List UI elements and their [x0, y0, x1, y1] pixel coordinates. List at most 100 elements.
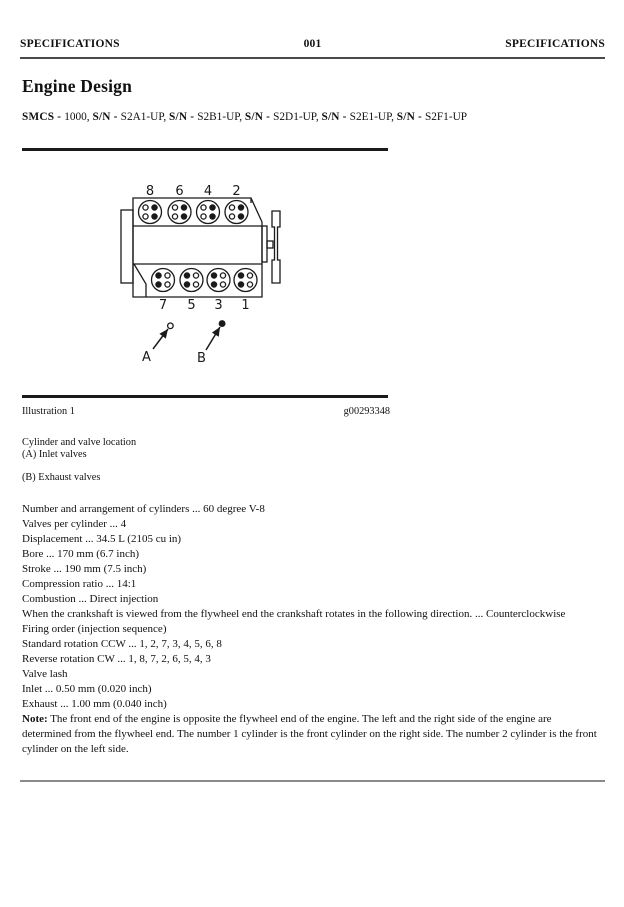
exhaust-valve-dot [237, 204, 245, 211]
cylinder-circle [206, 267, 231, 293]
inlet-valve-dot [246, 281, 254, 288]
exhaust-valve-dot [237, 272, 245, 279]
cylinder-number: 6 [175, 184, 183, 199]
note-paragraph: Note: The front end of the engine is opp… [22, 712, 602, 757]
spec-line: Exhaust ... 1.00 mm (0.040 inch) [22, 698, 167, 710]
inlet-valve-dot [164, 272, 171, 279]
illustration-name: Illustration 1 [22, 406, 75, 417]
inlet-valve-dot [142, 204, 149, 211]
page-number: 001 [303, 38, 322, 50]
cylinder-circle [137, 199, 163, 225]
exhaust-valve-dot [180, 213, 188, 220]
inlet-valve-dot [246, 272, 254, 279]
spec-body: Number and arrangement of cylinders ... … [22, 502, 602, 757]
exhaust-valve-dot [210, 272, 218, 279]
cylinder-number: 3 [214, 298, 222, 313]
exhaust-valve-dot [237, 281, 245, 288]
inlet-valve-symbol [166, 322, 174, 330]
cylinder-circle [150, 267, 176, 293]
spec-line: When the crankshaft is viewed from the f… [22, 608, 566, 620]
flywheel-assembly [261, 210, 281, 284]
page-bottom-divider [20, 780, 605, 782]
exhaust-valve-dot [210, 281, 218, 288]
cylinder-circle [233, 267, 258, 293]
cylinder-number: 4 [204, 184, 212, 199]
inlet-valve-dot [219, 281, 227, 288]
exhaust-valve-dot [155, 272, 162, 279]
inlet-valve-dot [200, 213, 207, 220]
smcs-value: S2D1-UP, [273, 111, 322, 123]
exhaust-valve-dot [151, 213, 158, 220]
smcs-serial-line: SMCS - 1000, S/N - S2A1-UP, S/N - S2B1-U… [22, 111, 467, 123]
exhaust-valve-dot [209, 204, 216, 211]
spec-line: Combustion ... Direct injection [22, 593, 159, 605]
inlet-valve-dot [228, 204, 236, 211]
figure-bottom-divider [22, 395, 388, 398]
cylinder-circle [224, 199, 249, 225]
exhaust-valve-dot [155, 281, 162, 288]
smcs-label: SMCS - [22, 111, 65, 123]
cylinder-number: 5 [187, 298, 195, 313]
cylinder-circle [179, 267, 204, 293]
smcs-value: S2F1-UP [424, 111, 468, 123]
spec-line: Stroke ... 190 mm (7.5 inch) [22, 563, 147, 575]
marker-arrowhead [159, 329, 168, 339]
inlet-valve-dot [192, 281, 200, 288]
cylinder-circle [195, 199, 221, 225]
exhaust-valve-dot [180, 204, 188, 211]
header-left-label: SPECIFICATIONS [20, 38, 120, 50]
smcs-label: S/N - [92, 111, 121, 123]
spec-line: Displacement ... 34.5 L (2105 cu in) [22, 533, 182, 545]
spec-line: Compression ratio ... 14:1 [22, 578, 137, 590]
exhaust-valve-dot [209, 213, 216, 220]
smcs-value: 1000, [64, 111, 93, 123]
inlet-valve-dot [200, 204, 207, 211]
exhaust-valve-dot [183, 272, 191, 279]
smcs-value: S2B1-UP, [197, 111, 245, 123]
cylinder-number: 7 [159, 298, 167, 313]
inlet-valve-dot [142, 213, 149, 220]
exhaust-valve-symbol [218, 320, 226, 328]
cylinder-number: 1 [241, 298, 249, 313]
marker-label: B [197, 351, 206, 366]
cylinder-number: 2 [232, 184, 240, 199]
exhaust-valve-dot [183, 281, 191, 288]
spec-line: Firing order (injection sequence) [22, 623, 167, 635]
spec-line: Number and arrangement of cylinders ... … [22, 503, 265, 515]
spec-line: Standard rotation CCW ... 1, 2, 7, 3, 4,… [22, 638, 222, 650]
inlet-valve-dot [192, 272, 200, 279]
page-title: Engine Design [22, 76, 133, 96]
smcs-label: S/N - [244, 111, 274, 123]
cylinder-circle [167, 199, 192, 225]
illustration-id: g00293348 [343, 406, 390, 417]
front-bracket [120, 209, 134, 284]
inlet-valve-dot [228, 213, 236, 220]
figure-top-divider [22, 148, 388, 151]
legend-exhaust-valves: (B) Exhaust valves [22, 472, 101, 483]
header-divider [20, 57, 605, 59]
illustration-caption-row: Illustration 1 g00293348 [22, 406, 390, 417]
spec-line: Inlet ... 0.50 mm (0.020 inch) [22, 683, 152, 695]
legend-inlet-valves: (A) Inlet valves [22, 449, 87, 460]
inlet-valve-dot [171, 213, 179, 220]
note-text: The front end of the engine is opposite … [22, 713, 597, 755]
illustration-title: Cylinder and valve location [22, 437, 137, 448]
inlet-valve-dot [171, 204, 179, 211]
exhaust-valve-dot [151, 204, 158, 211]
smcs-label: S/N - [396, 111, 425, 123]
inlet-valve-dot [164, 281, 171, 288]
exhaust-valve-dot [237, 213, 245, 220]
smcs-label: S/N - [169, 111, 198, 123]
spec-line: Bore ... 170 mm (6.7 inch) [22, 548, 140, 560]
page-header: SPECIFICATIONS 001 SPECIFICATIONS [20, 38, 605, 50]
inlet-valve-dot [219, 272, 227, 279]
smcs-value: S2E1-UP, [349, 111, 397, 123]
spec-line: Valve lash [22, 668, 68, 680]
cylinder-number: 8 [146, 184, 154, 199]
spec-line: Reverse rotation CW ... 1, 8, 7, 2, 6, 5… [22, 653, 211, 665]
spec-line: Valves per cylinder ... 4 [22, 518, 127, 530]
smcs-label: S/N - [321, 111, 350, 123]
